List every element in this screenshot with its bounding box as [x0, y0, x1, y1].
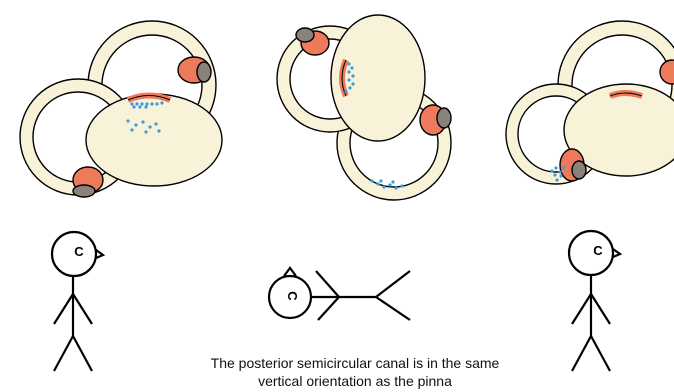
ampulla-cap-posterior — [73, 185, 95, 197]
ampulla-cap-superior — [296, 28, 314, 42]
head — [569, 231, 613, 275]
ampulla-cap-anterior — [197, 62, 211, 82]
ampulla-cap-posterior — [572, 161, 586, 179]
figure-label-left: C — [74, 244, 84, 259]
labyrinth-upright-right — [506, 21, 674, 184]
utricle — [86, 94, 222, 186]
ampulla-cap-posterior — [437, 108, 451, 128]
caption-line-2: vertical orientation as the pinna — [150, 373, 560, 390]
labyrinth-upright-left — [20, 21, 222, 197]
figure-label-right: C — [593, 243, 603, 258]
utricle — [331, 15, 425, 141]
figure-label-center: C — [285, 291, 300, 301]
caption-line-1: The posterior semicircular canal is in t… — [150, 355, 560, 372]
labyrinth-lying-center — [277, 15, 451, 200]
